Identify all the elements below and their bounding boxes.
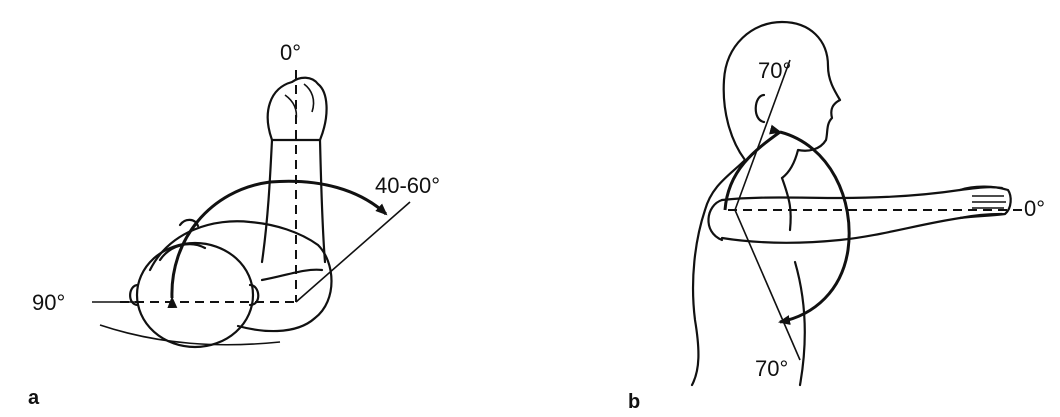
- panel-a-angle-left: 90°: [32, 290, 65, 315]
- panel-a-forearm-left: [262, 140, 272, 262]
- panel-a-fist: [268, 78, 327, 140]
- panel-b-label: b: [628, 391, 640, 413]
- panel-a-ground: [100, 325, 280, 345]
- panel-b-back: [692, 160, 745, 385]
- panel-a-upper-arm: [262, 270, 322, 280]
- panel-b-angle-right: 0°: [1024, 196, 1045, 221]
- panel-a-body-outline: [150, 221, 332, 331]
- panel-a-label: a: [28, 387, 40, 409]
- panel-a-forearm-right: [320, 140, 325, 262]
- panel-a-rotation-arc: [172, 181, 386, 298]
- panel-b-chest: [782, 178, 791, 230]
- panel-b-head-profile: [724, 22, 840, 178]
- panel-a-head: [137, 243, 253, 347]
- panel-b-diagram: 70° 0° 70° b: [628, 22, 1045, 413]
- panel-a-diagram: 0° 40-60° 90° a: [28, 40, 440, 409]
- panel-a-angle-top: 0°: [280, 40, 301, 65]
- panel-b-ear: [756, 95, 764, 122]
- panel-b-angle-top: 70°: [758, 58, 791, 83]
- panel-b-ref-line-lower: [735, 210, 800, 360]
- panel-b-shoulder: [708, 200, 722, 240]
- panel-b-angle-bottom: 70°: [755, 356, 788, 381]
- panel-a-angle-right: 40-60°: [375, 173, 440, 198]
- panel-a-diagonal-ref: [296, 202, 410, 302]
